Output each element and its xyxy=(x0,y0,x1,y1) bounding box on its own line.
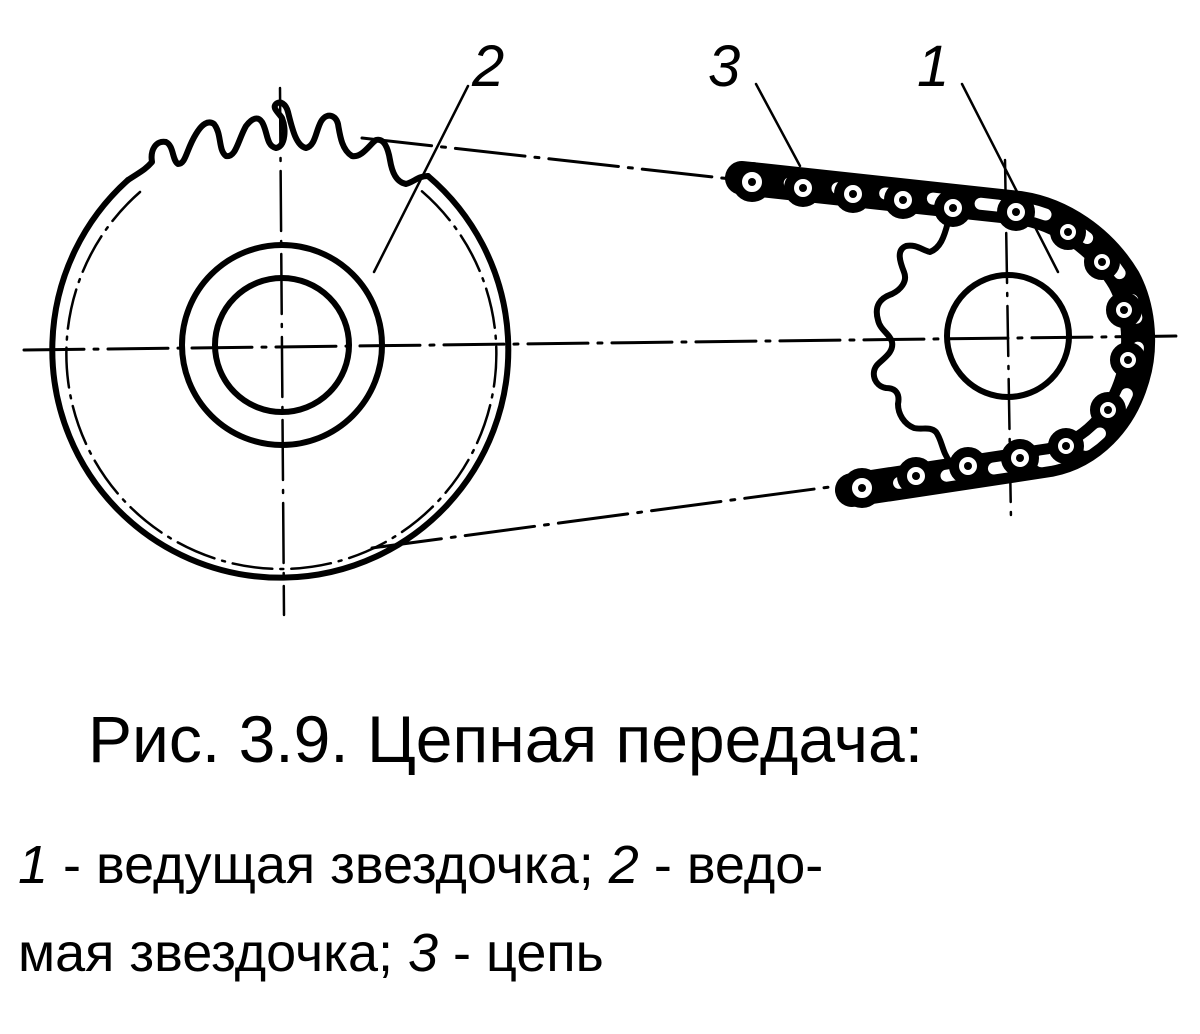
legend-line-1: 1 - ведущая звездочка; 2 - ведо- xyxy=(18,838,823,892)
legend-number-2: 2 xyxy=(608,835,639,895)
legend-text-driven-sprocket-part2: мая звездочка; xyxy=(18,923,408,983)
chain-lower-run-line xyxy=(370,482,854,550)
callout-1: 1 xyxy=(917,34,950,99)
driven-sprocket-vertical-axis xyxy=(278,86,286,617)
driven-sprocket-teeth xyxy=(125,99,431,187)
leader-line-3 xyxy=(754,82,802,168)
driving-sprocket-teeth xyxy=(870,219,953,465)
chain-pins xyxy=(748,178,1132,492)
chain xyxy=(725,161,1156,508)
driven-sprocket-rim xyxy=(49,173,512,581)
legend-number-3: 3 xyxy=(408,923,439,983)
leader-line-1 xyxy=(960,82,1060,274)
center-axis-line xyxy=(22,334,1182,352)
legend-text-chain: - цепь xyxy=(438,923,604,983)
legend-text-driving-sprocket: - ведущая звездочка; xyxy=(48,835,609,895)
chain-rollers xyxy=(732,162,1146,508)
legend-line-2: мая звездочка; 3 - цепь xyxy=(18,926,604,980)
figure-caption-title: Рис. 3.9. Цепная передача: xyxy=(88,702,924,776)
leader-line-2 xyxy=(372,84,470,274)
callout-2: 2 xyxy=(472,34,505,99)
callout-3: 3 xyxy=(708,34,741,99)
driven-sprocket xyxy=(49,86,512,617)
chain-drive-diagram xyxy=(22,82,1182,617)
driven-sprocket-pitch-circle xyxy=(65,186,498,571)
legend-number-1: 1 xyxy=(18,835,49,895)
legend-text-driven-sprocket-part1: - ведо- xyxy=(638,835,824,895)
chain-upper-run-line xyxy=(360,136,742,182)
